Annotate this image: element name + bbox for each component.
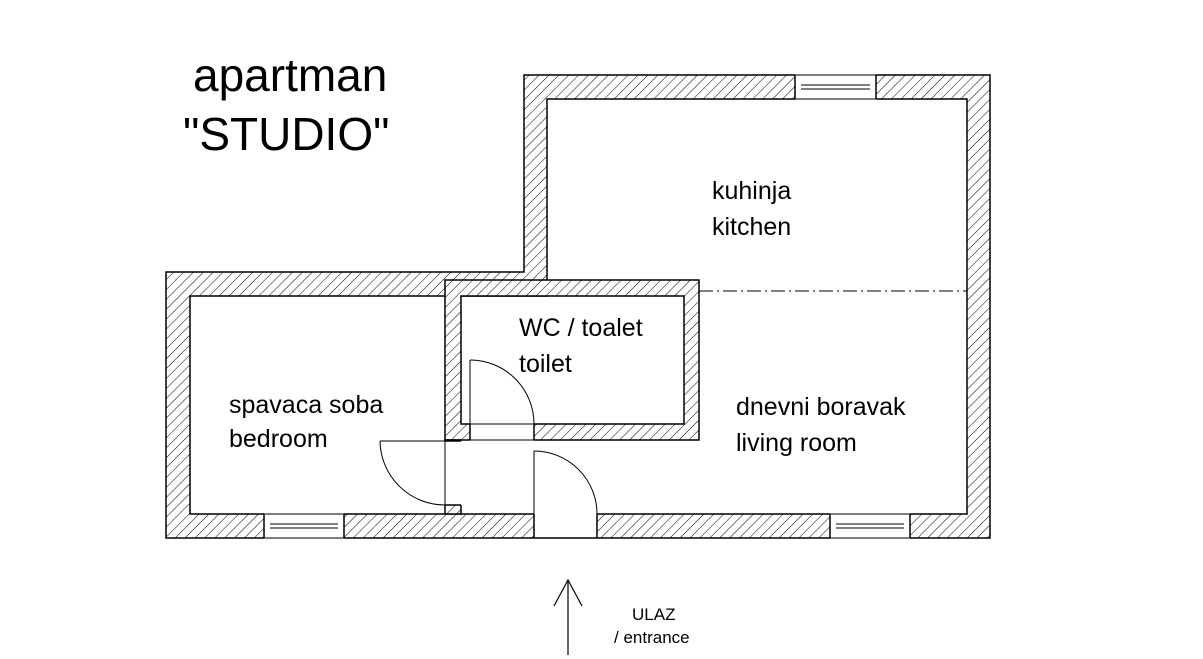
window-kitchen <box>794 74 877 100</box>
window-living-room <box>829 513 911 539</box>
wc-label-english: toilet <box>519 350 572 378</box>
entrance-label-english: / entrance <box>614 628 690 647</box>
wc-door <box>469 359 535 425</box>
wc-label-local: WC / toalet <box>519 314 643 342</box>
interior-wall <box>444 279 700 441</box>
window-bedroom <box>263 513 345 539</box>
title-line-1: apartman <box>193 49 387 101</box>
entrance-door-opening <box>534 513 597 539</box>
bedroom-label-local: spavaca soba <box>229 391 383 419</box>
living-label-local: dnevni boravak <box>736 393 906 421</box>
kitchen-label-english: kitchen <box>712 213 791 241</box>
bedroom-door <box>379 440 446 506</box>
bedroom-label-english: bedroom <box>229 425 328 453</box>
entrance-label-local: ULAZ <box>632 605 675 624</box>
kitchen-label-local: kuhinja <box>712 177 791 205</box>
title-line-2: "STUDIO" <box>183 108 389 160</box>
entrance-door <box>533 450 598 515</box>
bedroom-door-opening <box>444 441 462 505</box>
living-label-english: living room <box>736 429 857 457</box>
wc-door-opening <box>470 423 534 441</box>
entrance-arrow <box>553 578 583 655</box>
